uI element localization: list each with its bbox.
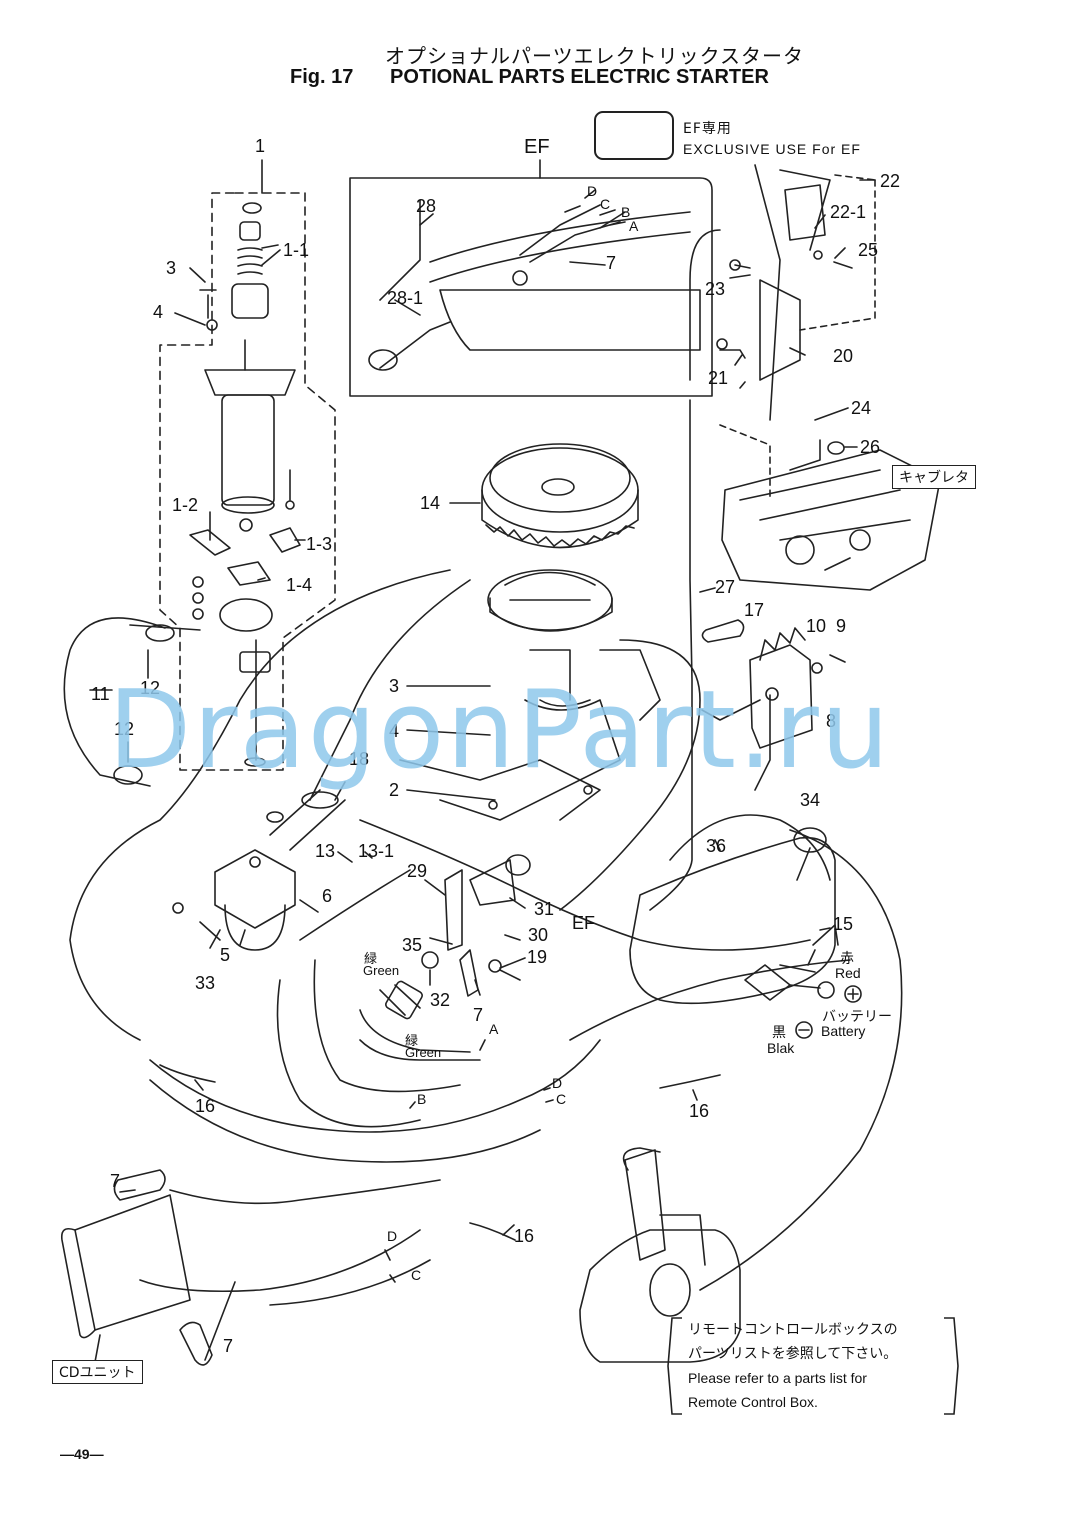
callout-22-1: 22-1 xyxy=(830,202,867,222)
callout-6: 6 xyxy=(322,886,333,906)
connector-d3: D xyxy=(387,1228,398,1244)
callout-16c: 16 xyxy=(514,1226,535,1246)
ef-legend-japanese: EF専用 xyxy=(683,121,732,137)
remote-note-line3: Please refer to a parts list for xyxy=(688,1370,867,1386)
connector-d2: D xyxy=(552,1075,563,1091)
battery-jp: バッテリー xyxy=(822,1008,892,1024)
callout-8: 8 xyxy=(826,711,837,731)
callout-1: 1 xyxy=(255,136,266,156)
connector-c1: C xyxy=(600,196,611,212)
callout-26: 26 xyxy=(860,437,881,457)
remote-note-line2: パーツリストを参照して下さい。 xyxy=(688,1346,898,1362)
callout-2: 2 xyxy=(389,780,400,800)
callout-25: 25 xyxy=(858,240,879,260)
callout-1-3: 1-3 xyxy=(306,534,333,554)
green-wire-jp-2: 緑 xyxy=(405,1033,419,1048)
callout-20: 20 xyxy=(833,346,854,366)
callout-31: 31 xyxy=(534,899,555,919)
callout-19: 19 xyxy=(527,947,548,967)
watermark: DragonPart.ru xyxy=(108,668,892,793)
callout-28-1: 28-1 xyxy=(387,288,424,308)
red-wire-en: Red xyxy=(835,965,861,981)
callout-ef-switch: EF xyxy=(572,913,596,933)
callout-ef-inset: EF xyxy=(524,136,550,158)
figure-number: Fig. 17 xyxy=(290,66,354,88)
green-wire-jp-1: 緑 xyxy=(364,951,378,966)
callout-22: 22 xyxy=(880,171,901,191)
callout-23: 23 xyxy=(705,279,726,299)
callout-33: 33 xyxy=(195,973,216,993)
callout-11: 11 xyxy=(91,684,110,704)
callout-29: 29 xyxy=(407,861,428,881)
callout-15: 15 xyxy=(833,914,854,934)
callout-1-4: 1-4 xyxy=(286,575,313,595)
callout-13: 13 xyxy=(315,841,336,861)
callout-16b: 16 xyxy=(689,1101,710,1121)
callout-10: 10 xyxy=(806,616,827,636)
callout-4a: 4 xyxy=(153,302,164,322)
callout-24: 24 xyxy=(851,398,872,418)
battery-en: Battery xyxy=(821,1023,866,1039)
callout-36: 36 xyxy=(706,836,727,856)
ef-legend-english: EXCLUSIVE USE For EF xyxy=(683,141,861,157)
callout-3a: 3 xyxy=(166,258,177,278)
red-wire-jp: 赤 xyxy=(840,950,854,966)
green-wire-en-2: Green xyxy=(405,1045,442,1060)
title-japanese: オプショナルパーツエレクトリックスタータ xyxy=(385,44,804,68)
ef-legend-box xyxy=(594,111,674,160)
connector-b2: B xyxy=(417,1091,427,1107)
callout-16a: 16 xyxy=(195,1096,216,1116)
callout-12b: 12 xyxy=(114,719,135,739)
remote-note-line1: リモートコントロールボックスの xyxy=(688,1322,898,1338)
callout-35: 35 xyxy=(402,935,423,955)
callout-27: 27 xyxy=(715,577,736,597)
callout-14: 14 xyxy=(420,493,441,513)
callout-7c: 7 xyxy=(110,1171,121,1191)
callout-1-2: 1-2 xyxy=(172,495,199,515)
remote-control-note: リモートコントロールボックスの パーツリストを参照して下さい。 Please r… xyxy=(672,1318,956,1414)
callout-5: 5 xyxy=(220,945,231,965)
connector-a1: A xyxy=(629,218,639,234)
connector-b1: B xyxy=(621,204,631,220)
connector-d1: D xyxy=(587,183,598,199)
callout-30: 30 xyxy=(528,925,549,945)
callout-4b: 4 xyxy=(389,721,400,741)
carburetor-tag: キャブレタ xyxy=(892,465,976,489)
callout-17: 17 xyxy=(744,600,765,620)
starter-group-outline xyxy=(159,192,336,771)
ef-inset-frame xyxy=(349,177,713,397)
callout-32: 32 xyxy=(430,990,451,1010)
callout-28: 28 xyxy=(416,196,437,216)
callout-34: 34 xyxy=(800,790,821,810)
black-wire-en: Blak xyxy=(767,1040,795,1056)
callout-18: 18 xyxy=(349,749,370,769)
remote-note-line4: Remote Control Box. xyxy=(688,1394,818,1410)
callout-21: 21 xyxy=(708,368,729,388)
connector-c2: C xyxy=(556,1091,567,1107)
connector-a2: A xyxy=(489,1021,499,1037)
callout-9: 9 xyxy=(836,616,847,636)
callout-7b: 7 xyxy=(473,1005,484,1025)
callout-1-1: 1-1 xyxy=(283,240,310,260)
callout-7a: 7 xyxy=(606,253,617,273)
black-wire-jp: 黒 xyxy=(772,1024,786,1040)
callout-7d: 7 xyxy=(223,1336,234,1356)
connector-c3: C xyxy=(411,1267,422,1283)
cd-unit-tag: CDユニット xyxy=(52,1360,143,1384)
page-number: —49— xyxy=(60,1446,104,1462)
title-english: POTIONAL PARTS ELECTRIC STARTER xyxy=(390,66,769,88)
green-wire-en-1: Green xyxy=(363,963,400,978)
callout-13-1: 13-1 xyxy=(358,841,395,861)
callout-12a: 12 xyxy=(140,678,161,698)
callout-3b: 3 xyxy=(389,676,400,696)
